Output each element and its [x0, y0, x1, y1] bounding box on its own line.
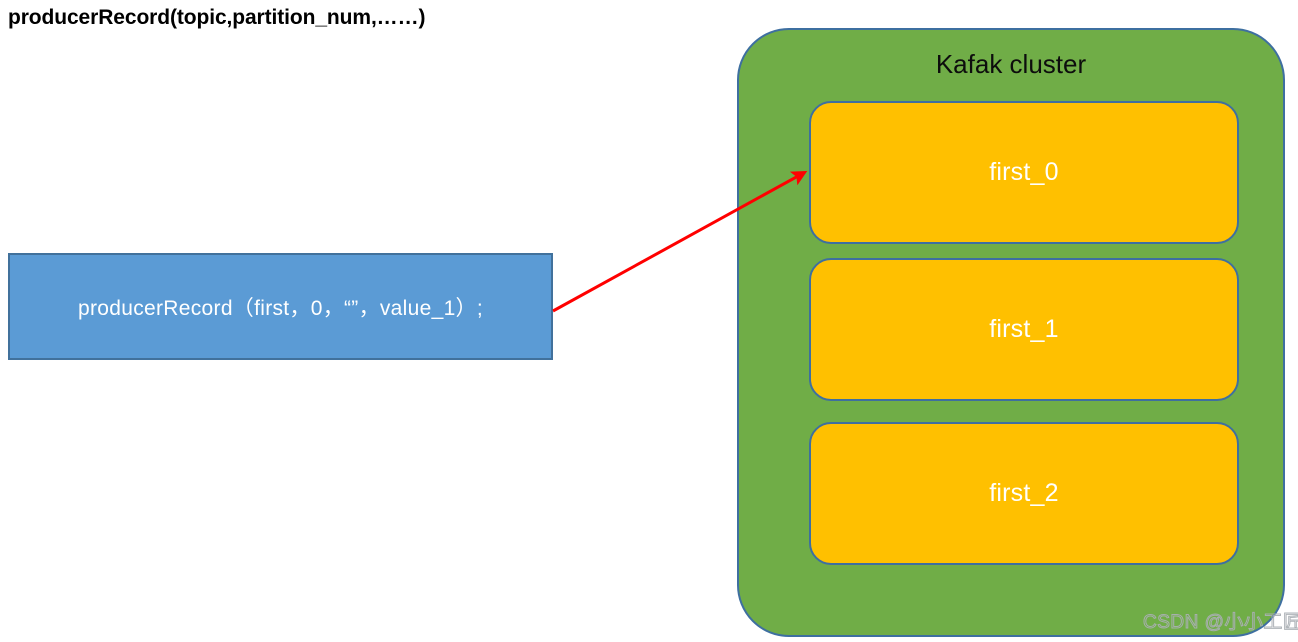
partition-label: first_0 — [989, 158, 1059, 186]
csdn-watermark: CSDN @小小工匠 — [1142, 612, 1298, 634]
partition-box-first-0: first_0 — [809, 101, 1239, 244]
partition-box-first-2: first_2 — [809, 422, 1239, 565]
partition-label: first_2 — [989, 479, 1059, 507]
partition-box-first-1: first_1 — [809, 258, 1239, 401]
partition-label: first_1 — [989, 315, 1059, 343]
kafka-cluster-title: Kafak cluster — [935, 49, 1087, 79]
page-title: producerRecord(topic,partition_num,……) — [8, 6, 426, 29]
producer-record-box: producerRecord（first，0，“”，value_1）; — [8, 253, 553, 360]
kafka-cluster-container: Kafak cluster first_0 first_1 first_2 — [737, 28, 1285, 637]
producer-record-label: producerRecord（first，0，“”，value_1）; — [78, 296, 483, 320]
